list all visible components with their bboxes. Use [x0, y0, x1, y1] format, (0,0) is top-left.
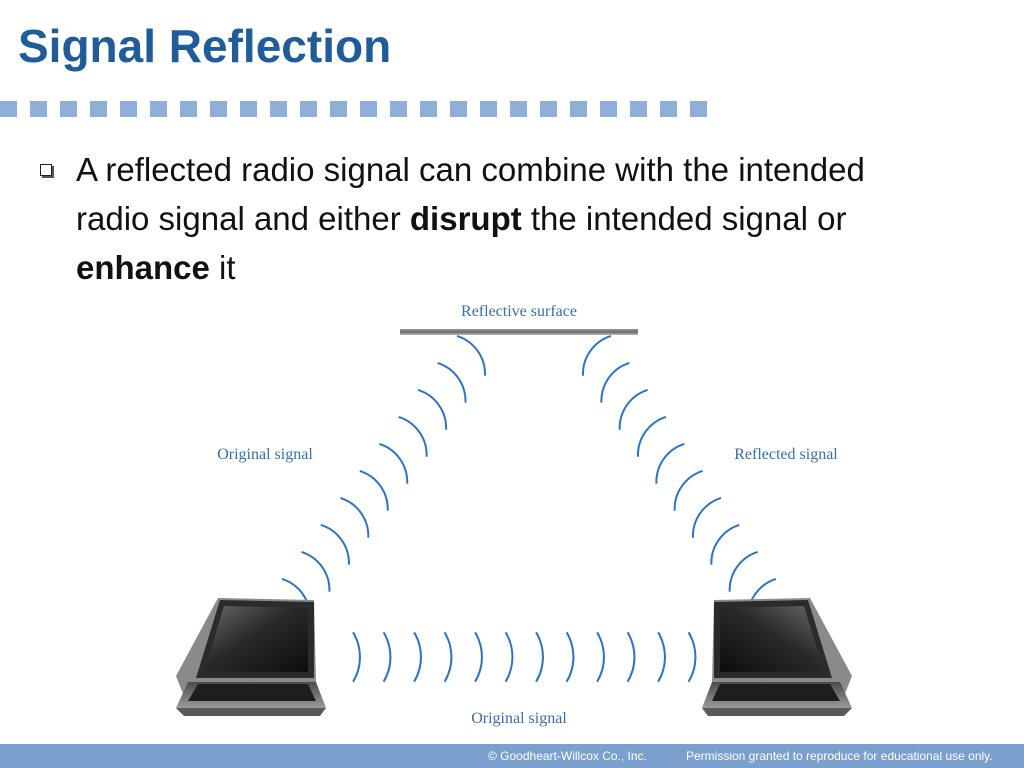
- bullet-emphasis-enhance: enhance: [76, 249, 210, 286]
- divider-square: [420, 101, 437, 117]
- bullet-text-part: the intended signal or: [521, 200, 847, 237]
- wave-arc: [413, 631, 422, 683]
- wave-arc: [417, 388, 448, 430]
- wave-arc: [581, 334, 612, 376]
- divider-square: [180, 101, 197, 117]
- wave-arc: [728, 550, 758, 592]
- wave-arc: [378, 442, 409, 484]
- wave-arc: [535, 631, 544, 683]
- divider-square: [510, 101, 527, 117]
- bullet-emphasis-disrupt: disrupt: [409, 200, 522, 237]
- wave-arc: [474, 631, 483, 683]
- divider-square: [390, 101, 407, 117]
- divider-square: [300, 101, 317, 117]
- divider-square: [30, 101, 47, 117]
- wave-arc: [626, 631, 636, 683]
- reflected-signal-waves: [581, 334, 777, 619]
- wave-arc: [398, 415, 428, 457]
- divider-square: [270, 101, 287, 117]
- wave-arc: [687, 631, 697, 683]
- divider-square: [540, 101, 557, 117]
- wave-arc: [443, 631, 453, 683]
- wave-arc: [636, 415, 667, 457]
- wave-arc: [437, 361, 467, 403]
- wave-arc: [618, 388, 648, 430]
- laptop-left-icon: [176, 598, 326, 716]
- divider-square: [60, 101, 77, 117]
- wave-arc: [320, 523, 350, 565]
- divider-square: [600, 101, 617, 117]
- divider-square: [150, 101, 167, 117]
- divider-square: [480, 101, 497, 117]
- label-original-signal-bottom: Original signal: [471, 710, 567, 727]
- square-bullet-icon: [40, 164, 52, 176]
- divider-square: [570, 101, 587, 117]
- wave-arc: [301, 550, 331, 592]
- original-signal-waves-direct: [352, 631, 697, 683]
- wave-arc: [691, 496, 722, 538]
- label-reflective-surface: Reflective surface: [461, 303, 577, 320]
- wave-arc: [710, 523, 740, 565]
- footer-permission: Permission granted to reproduce for educ…: [686, 749, 993, 763]
- bullet-text-part: it: [209, 249, 236, 286]
- wave-arc: [600, 361, 630, 403]
- divider-square: [630, 101, 647, 117]
- divider-square: [660, 101, 677, 117]
- laptop-right-icon: [702, 598, 852, 716]
- wave-arc: [359, 469, 389, 511]
- slide-title: Signal Reflection: [18, 20, 392, 72]
- divider-square: [90, 101, 107, 117]
- divider-square: [210, 101, 227, 117]
- divider-square: [120, 101, 137, 117]
- bullet-item: A reflected radio signal can combine wit…: [36, 145, 916, 292]
- wave-arc: [504, 631, 514, 683]
- divider-square: [450, 101, 467, 117]
- wave-arc: [340, 496, 370, 538]
- signal-reflection-diagram: Reflective surface Original signal Refle…: [176, 303, 852, 727]
- divider-square: [360, 101, 377, 117]
- divider-square: [0, 101, 17, 117]
- footer-bar: © Goodheart-Willcox Co., Inc. Permission…: [0, 744, 1024, 768]
- wave-arc: [456, 334, 487, 376]
- reflective-surface: [400, 329, 638, 335]
- wave-arc: [596, 631, 605, 683]
- wave-arc: [673, 469, 703, 511]
- label-original-signal-left: Original signal: [217, 446, 313, 463]
- wave-arc: [565, 631, 575, 683]
- original-signal-waves-diagonal: [281, 334, 487, 619]
- bullet-text-part: A reflected radio signal can combine wit…: [76, 151, 865, 237]
- wave-arc: [655, 442, 685, 484]
- wave-arc: [382, 631, 392, 683]
- title-divider-dots: [0, 101, 720, 117]
- label-reflected-signal: Reflected signal: [734, 446, 838, 463]
- divider-square: [240, 101, 257, 117]
- footer-copyright: © Goodheart-Willcox Co., Inc.: [488, 749, 647, 763]
- bullet-text: A reflected radio signal can combine wit…: [76, 145, 916, 292]
- wave-arc: [657, 631, 666, 683]
- wave-arc: [352, 631, 361, 683]
- divider-square: [690, 101, 707, 117]
- divider-square: [330, 101, 347, 117]
